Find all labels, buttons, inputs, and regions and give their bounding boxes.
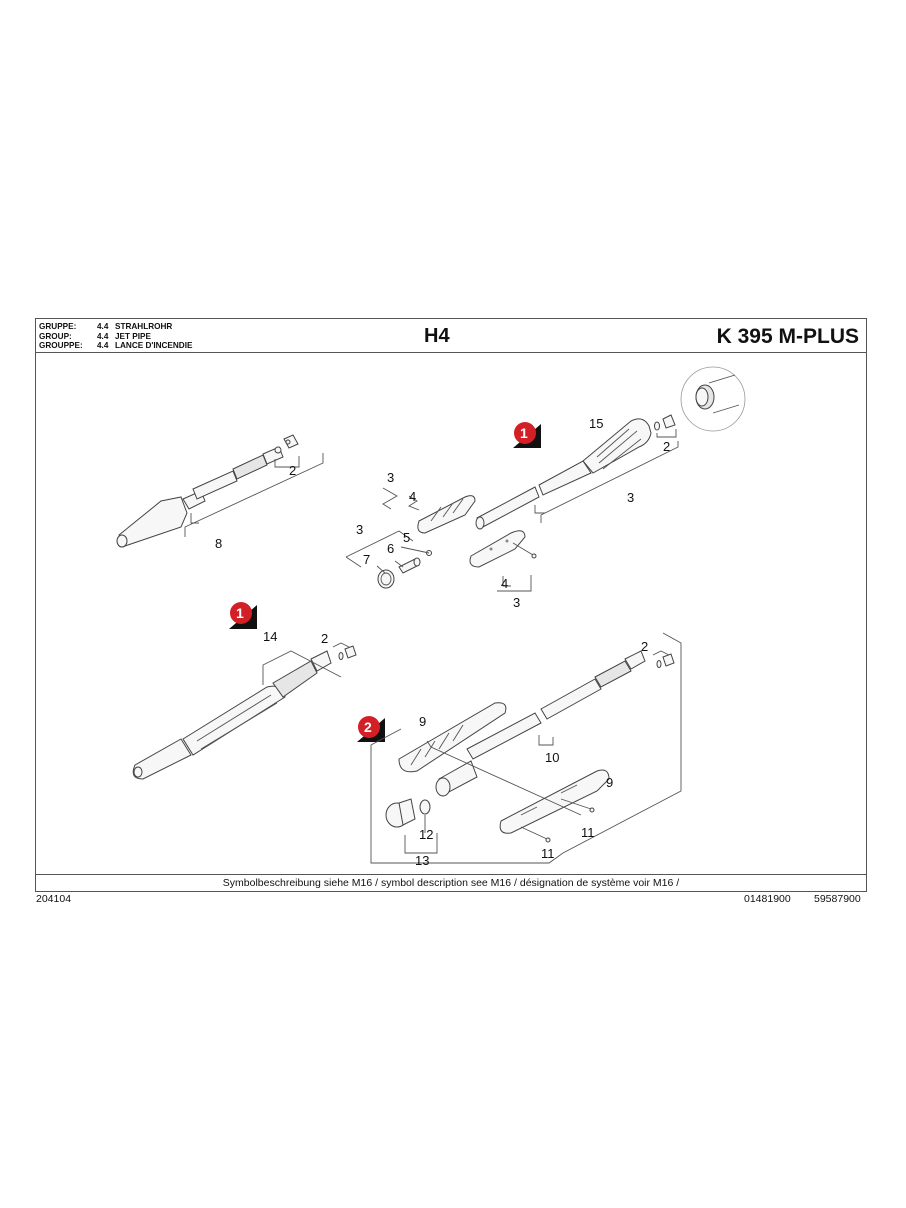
screw [512, 542, 537, 559]
group-info: GRUPPE: 4.4 STRAHLROHR GROUP: 4.4 JET PI… [39, 322, 192, 351]
group-label: GROUPPE: [39, 341, 83, 351]
svg-text:3: 3 [356, 522, 363, 537]
callout-6: 6 [387, 541, 394, 556]
svg-text:2: 2 [289, 463, 296, 478]
svg-text:9: 9 [606, 775, 613, 790]
svg-text:15: 15 [589, 416, 603, 431]
callout-3: 3 [356, 522, 363, 537]
svg-text:3: 3 [513, 595, 520, 610]
exploded-parts-diagram: 2 8 1 [36, 353, 866, 876]
symbol-note: Symbolbeschreibung siehe M16 / symbol de… [36, 874, 866, 891]
callout-7: 7 [363, 552, 370, 567]
group-row-en: GROUP: 4.4 JET PIPE [39, 332, 192, 342]
sheet-header: GRUPPE: 4.4 STRAHLROHR GROUP: 4.4 JET PI… [36, 319, 866, 353]
badge-1-top: 1 [513, 422, 541, 448]
callout-12: 12 [419, 827, 433, 842]
part-number: 59587900 [814, 893, 861, 905]
badge-2: 2 [357, 716, 385, 742]
group-row-de: GRUPPE: 4.4 STRAHLROHR [39, 322, 192, 332]
model-name: K 395 M-PLUS [716, 325, 859, 348]
svg-text:3: 3 [387, 470, 394, 485]
group-label: GRUPPE: [39, 322, 77, 331]
sheet-code: H4 [424, 325, 450, 347]
svg-text:1: 1 [520, 425, 528, 441]
svg-text:7: 7 [363, 552, 370, 567]
callout-9: 9 [606, 775, 613, 790]
date-code: 204104 [36, 893, 72, 905]
grip-shell-part-9-upper [398, 702, 507, 773]
document-number: 01481900 [744, 893, 791, 905]
callout-10: 10 [545, 750, 559, 765]
svg-text:4: 4 [409, 489, 416, 504]
group-name: JET PIPE [115, 331, 151, 341]
group-number: 4.4 [97, 341, 109, 351]
svg-text:11: 11 [541, 846, 555, 861]
lance-tube-part-10 [466, 650, 646, 760]
spray-gun-part-14 [132, 650, 332, 780]
handle-part-15 [475, 418, 652, 530]
svg-text:2: 2 [364, 719, 372, 735]
callout-3: 3 [513, 595, 520, 610]
svg-text:9: 9 [419, 714, 426, 729]
svg-text:2: 2 [321, 631, 328, 646]
svg-text:2: 2 [663, 439, 670, 454]
thread-detail-circle [680, 366, 746, 432]
oring-and-nipple-2 [338, 645, 357, 660]
group-number: 4.4 [97, 322, 109, 331]
callout-14: 14 [263, 629, 277, 644]
badge-1-middle: 1 [229, 602, 257, 629]
svg-text:5: 5 [403, 530, 410, 545]
callout-2: 2 [663, 439, 670, 454]
callout-2: 2 [641, 639, 648, 654]
svg-text:11: 11 [581, 825, 595, 840]
group-row-fr: GROUPPE: 4.4 LANCE D'INCENDIE [39, 341, 192, 351]
svg-text:13: 13 [415, 853, 429, 868]
oring-part-12 [419, 799, 431, 815]
callout-11: 11 [581, 825, 595, 840]
parts-sheet-frame: GRUPPE: 4.4 STRAHLROHR GROUP: 4.4 JET PI… [35, 318, 867, 892]
svg-text:12: 12 [419, 827, 433, 842]
oring-and-nipple-2 [656, 653, 675, 668]
grip-shell-part-9-lower [499, 769, 610, 834]
svg-text:8: 8 [215, 536, 222, 551]
callout-5: 5 [403, 530, 410, 545]
callout-13: 13 [415, 853, 429, 868]
oring-and-nipple-2 [654, 414, 676, 431]
nozzle-lance-part-8 [116, 434, 299, 548]
handle-shell-lower [469, 530, 526, 568]
svg-text:4: 4 [501, 576, 508, 591]
svg-text:14: 14 [263, 629, 277, 644]
group-name: STRAHLROHR [115, 322, 173, 331]
group-name: LANCE D'INCENDIE [115, 341, 193, 351]
nozzle-cap-part-13 [385, 798, 416, 828]
callout-3: 3 [387, 470, 394, 485]
handle-shell-upper [417, 495, 476, 534]
callout-9: 9 [419, 714, 426, 729]
svg-text:6: 6 [387, 541, 394, 556]
callout-4: 4 [501, 576, 508, 591]
spring-part-7 [377, 569, 395, 589]
svg-text:1: 1 [236, 605, 244, 621]
svg-text:2: 2 [641, 639, 648, 654]
svg-text:3: 3 [627, 490, 634, 505]
callout-15: 15 [589, 416, 603, 431]
callout-11: 11 [541, 846, 555, 861]
callout-4: 4 [409, 489, 416, 504]
callout-3: 3 [627, 490, 634, 505]
svg-text:10: 10 [545, 750, 559, 765]
valve-pin-part-6 [398, 557, 421, 574]
group-number: 4.4 [97, 331, 109, 341]
group-label: GROUP: [39, 331, 72, 341]
callout-2: 2 [321, 631, 328, 646]
callout-2: 2 [289, 463, 296, 478]
callout-8: 8 [215, 536, 222, 551]
coupling [435, 760, 478, 797]
